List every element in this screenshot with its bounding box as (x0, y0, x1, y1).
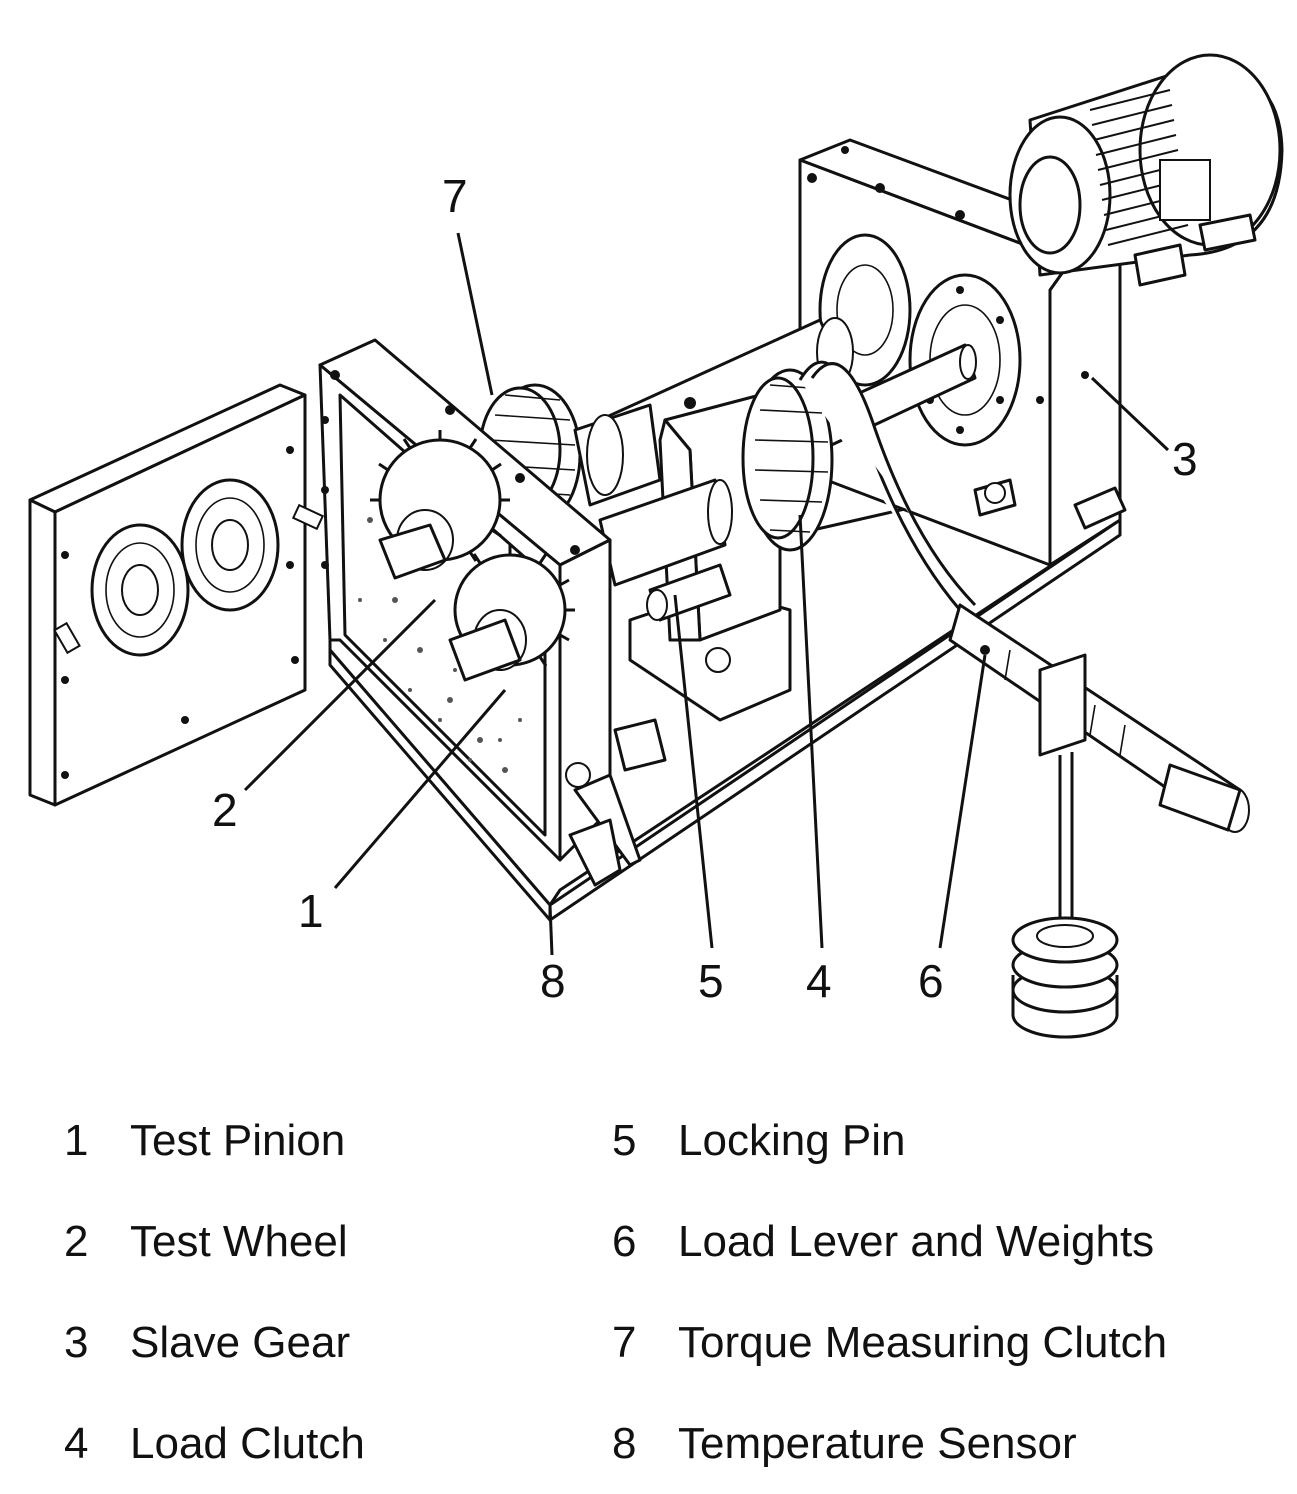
legend-item: 3 Slave Gear (64, 1292, 365, 1393)
callout-7: 7 (442, 170, 468, 222)
legend-label: Test Wheel (130, 1217, 348, 1266)
electric-motor (1008, 53, 1284, 287)
legend-label: Slave Gear (130, 1318, 351, 1367)
legend-number: 7 (612, 1318, 637, 1367)
callout-2: 2 (212, 784, 238, 836)
legend-item: 4 Load Clutch (64, 1393, 365, 1494)
legend-item: 5 Locking Pin (612, 1090, 1167, 1191)
legend-label: Load Lever and Weights (678, 1217, 1155, 1266)
callout-numbers: 1 2 3 4 5 6 7 8 (212, 170, 1198, 1007)
legend-number: 8 (612, 1419, 637, 1468)
legend-number: 1 (64, 1116, 89, 1165)
callout-8: 8 (540, 955, 566, 1007)
callout-6: 6 (918, 955, 944, 1007)
legend-item: 8 Temperature Sensor (612, 1393, 1167, 1494)
load-clutch-assembly (598, 368, 834, 722)
cover-plate (28, 383, 325, 807)
legend-label: Torque Measuring Clutch (678, 1318, 1168, 1367)
legend: 1 Test Pinion 2 Test Wheel 3 Slave Gear 4 Lo… (0, 1090, 1297, 1490)
legend-item: 1 Test Pinion (64, 1090, 365, 1191)
legend-number: 2 (64, 1217, 89, 1266)
callout-5: 5 (698, 955, 724, 1007)
legend-item: 2 Test Wheel (64, 1191, 365, 1292)
legend-number: 6 (612, 1217, 637, 1266)
legend-column-left: 1 Test Pinion 2 Test Wheel 3 Slave Gear 4 Lo… (64, 1090, 365, 1494)
legend-label: Load Clutch (130, 1419, 365, 1468)
legend-item: 7 Torque Measuring Clutch (612, 1292, 1167, 1393)
callout-3: 3 (1172, 433, 1198, 485)
test-gearbox (318, 338, 667, 887)
legend-number: 3 (64, 1318, 89, 1367)
legend-number: 4 (64, 1419, 89, 1468)
legend-label: Temperature Sensor (678, 1419, 1077, 1468)
test-pinion (448, 545, 575, 682)
leader-lines (243, 232, 1170, 956)
legend-number: 5 (612, 1116, 637, 1165)
gear-test-rig-drawing: 1 2 3 4 5 6 7 8 (28, 53, 1284, 1039)
legend-column-right: 5 Locking Pin 6 Load Lever and Weights 7 To… (612, 1090, 1167, 1494)
legend-label: Test Pinion (130, 1116, 346, 1165)
test-wheel (370, 430, 510, 580)
load-lever-and-weights (798, 360, 1250, 1039)
temperature-sensor (565, 718, 667, 887)
callout-1: 1 (298, 885, 324, 937)
legend-label: Locking Pin (678, 1116, 906, 1165)
callout-4: 4 (806, 955, 832, 1007)
legend-item: 6 Load Lever and Weights (612, 1191, 1167, 1292)
